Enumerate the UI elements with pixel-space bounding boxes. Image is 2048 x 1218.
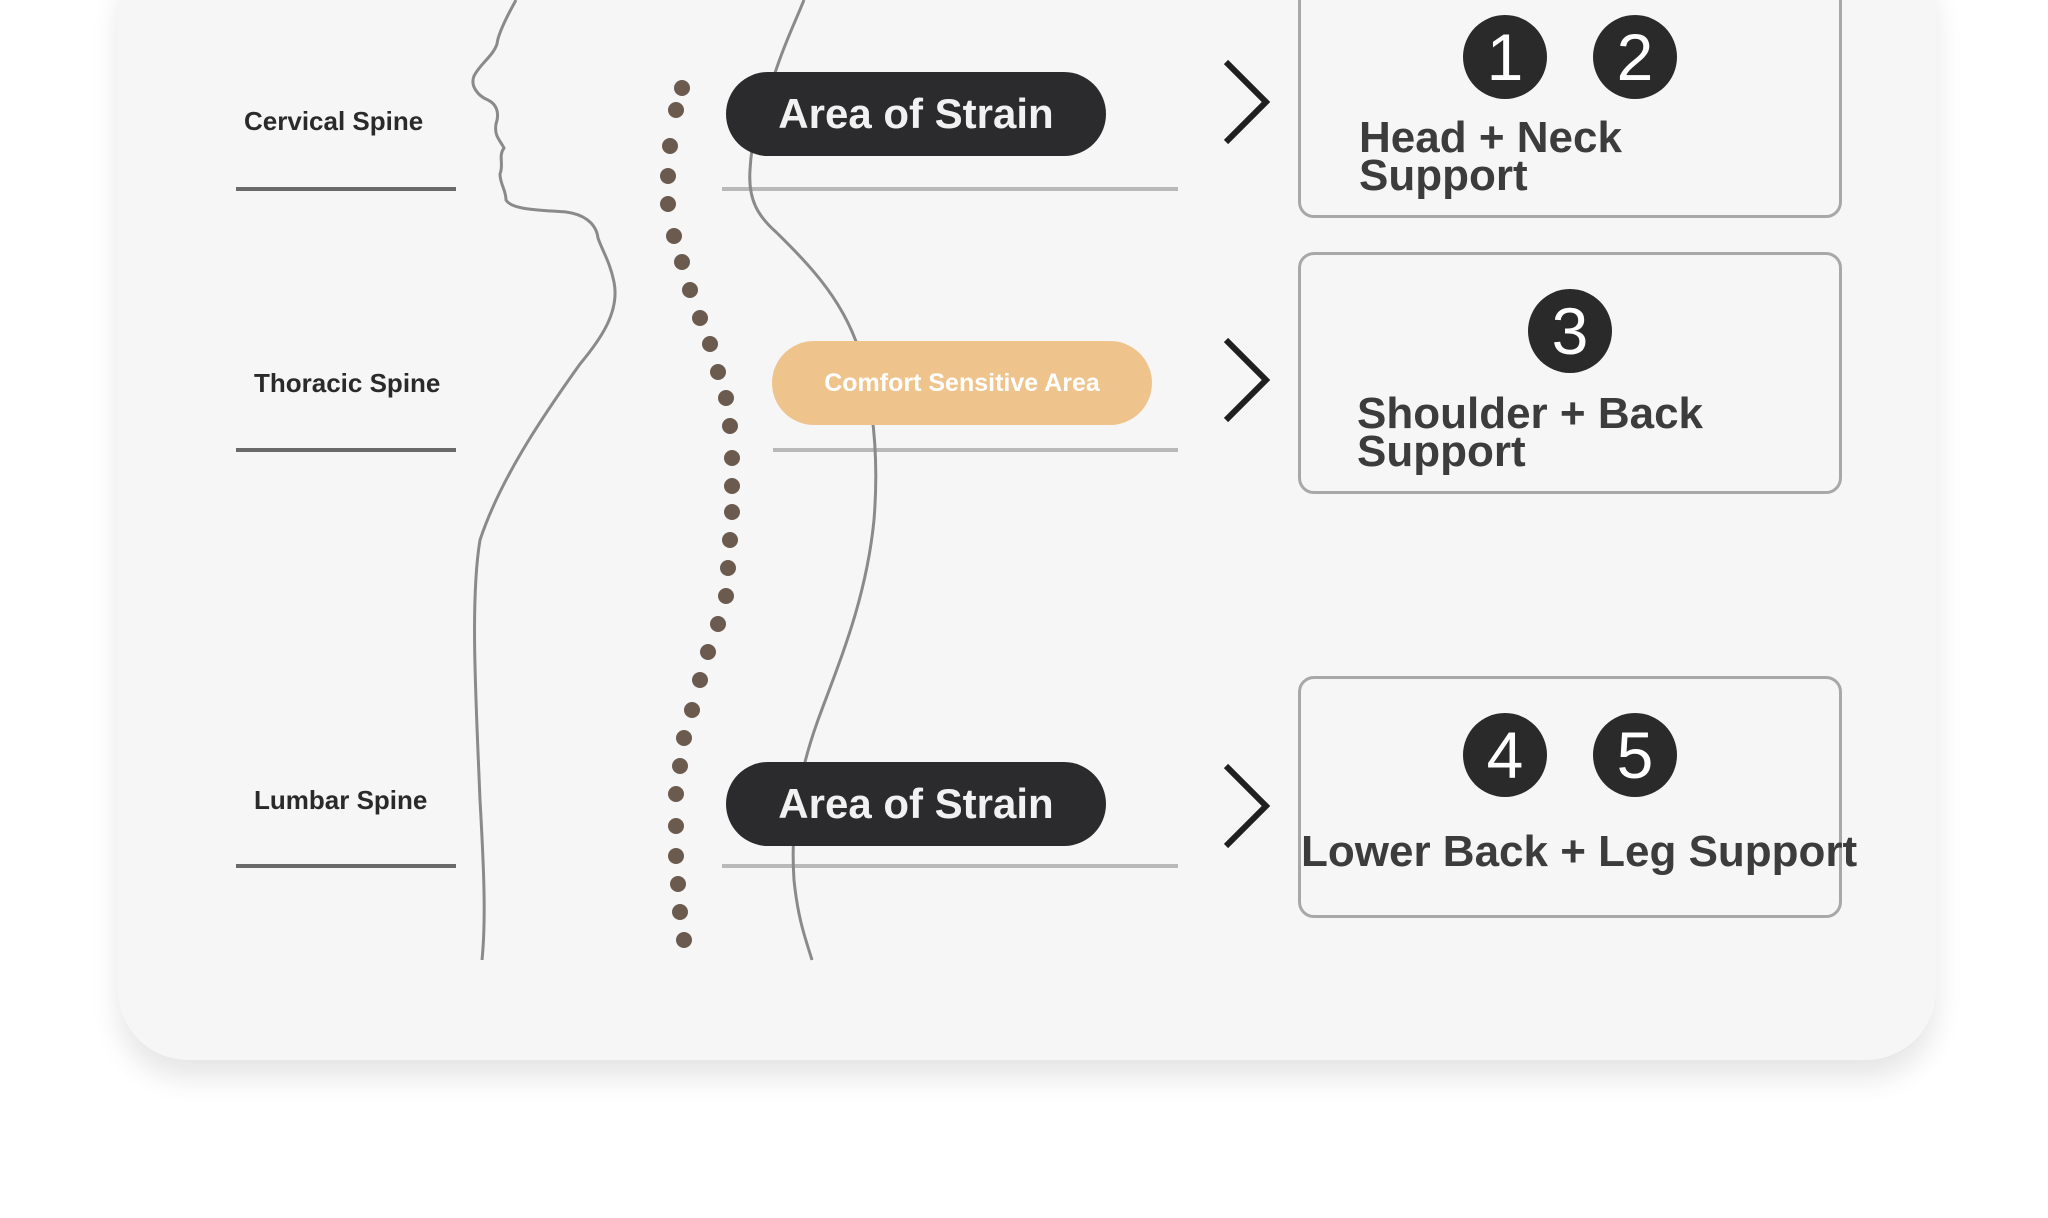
vertebra-dot (724, 504, 740, 520)
vertebra-dot (724, 478, 740, 494)
title-line: Shoulder + Back (1357, 389, 1704, 438)
vertebra-dot (684, 702, 700, 718)
vertebra-dot (724, 450, 740, 466)
vertebra-dot (718, 390, 734, 406)
vertebra-dot (662, 138, 678, 154)
vertebra-dot (718, 588, 734, 604)
area-of-strain-pill-bottom: Area of Strain (726, 762, 1106, 846)
vertebra-dot (674, 80, 690, 96)
vertebra-dot (682, 282, 698, 298)
head-neck-support-title: Head + Neck Support (1359, 113, 1622, 200)
lower-back-leg-support-box: 4 5 Lower Back + Leg Support (1298, 676, 1858, 918)
vertebra-dot (722, 532, 738, 548)
vertebra-dot (672, 904, 688, 920)
cervical-spine-label: Cervical Spine (244, 106, 424, 136)
chevron-right-icon (1223, 763, 1271, 849)
vertebra-dot (710, 616, 726, 632)
shoulder-back-support-box: 3 Shoulder + Back Support (1298, 252, 1842, 494)
front-profile-outline (471, 0, 617, 961)
vertebra-dot (660, 168, 676, 184)
shoulder-back-support-title: Shoulder + Back Support (1357, 389, 1704, 476)
vertebra-dot (660, 196, 676, 212)
title-line: Support (1359, 151, 1528, 200)
vertebra-dot (668, 102, 684, 118)
vertebra-dot (702, 336, 718, 352)
vertebra-dot (676, 932, 692, 948)
head-neck-support-box: 1 2 Head + Neck Support (1298, 0, 1842, 218)
vertebra-dot (668, 818, 684, 834)
number-badge-3: 3 (1528, 289, 1612, 373)
lower-back-leg-support-title: Lower Back + Leg Support (1301, 827, 1858, 876)
vertebra-dot (692, 672, 708, 688)
vertebra-dot (676, 730, 692, 746)
vertebra-dot (720, 560, 736, 576)
title-line: Support (1357, 427, 1526, 476)
vertebra-dot (668, 786, 684, 802)
thoracic-spine-label: Thoracic Spine (254, 368, 441, 398)
chevron-right-icon (1223, 59, 1271, 145)
vertebra-dot (700, 644, 716, 660)
spine-vertebrae-dots (660, 80, 740, 948)
vertebra-dot (692, 310, 708, 326)
title-line: Head + Neck (1359, 113, 1622, 162)
number-badge-1: 1 (1463, 15, 1547, 99)
vertebra-dot (670, 876, 686, 892)
vertebra-dot (710, 364, 726, 380)
chevron-right-icon (1223, 337, 1271, 423)
vertebra-dot (672, 758, 688, 774)
vertebra-dot (674, 254, 690, 270)
lumbar-spine-label: Lumbar Spine (254, 785, 428, 815)
number-badge-4: 4 (1463, 713, 1547, 797)
comfort-sensitive-area-pill: Comfort Sensitive Area (772, 341, 1152, 425)
vertebra-dot (722, 418, 738, 434)
area-of-strain-pill-top: Area of Strain (726, 72, 1106, 156)
vertebra-dot (666, 228, 682, 244)
title-line: Lower Back + Leg Support (1301, 827, 1858, 876)
number-badge-5: 5 (1593, 713, 1677, 797)
number-badge-2: 2 (1593, 15, 1677, 99)
vertebra-dot (668, 848, 684, 864)
